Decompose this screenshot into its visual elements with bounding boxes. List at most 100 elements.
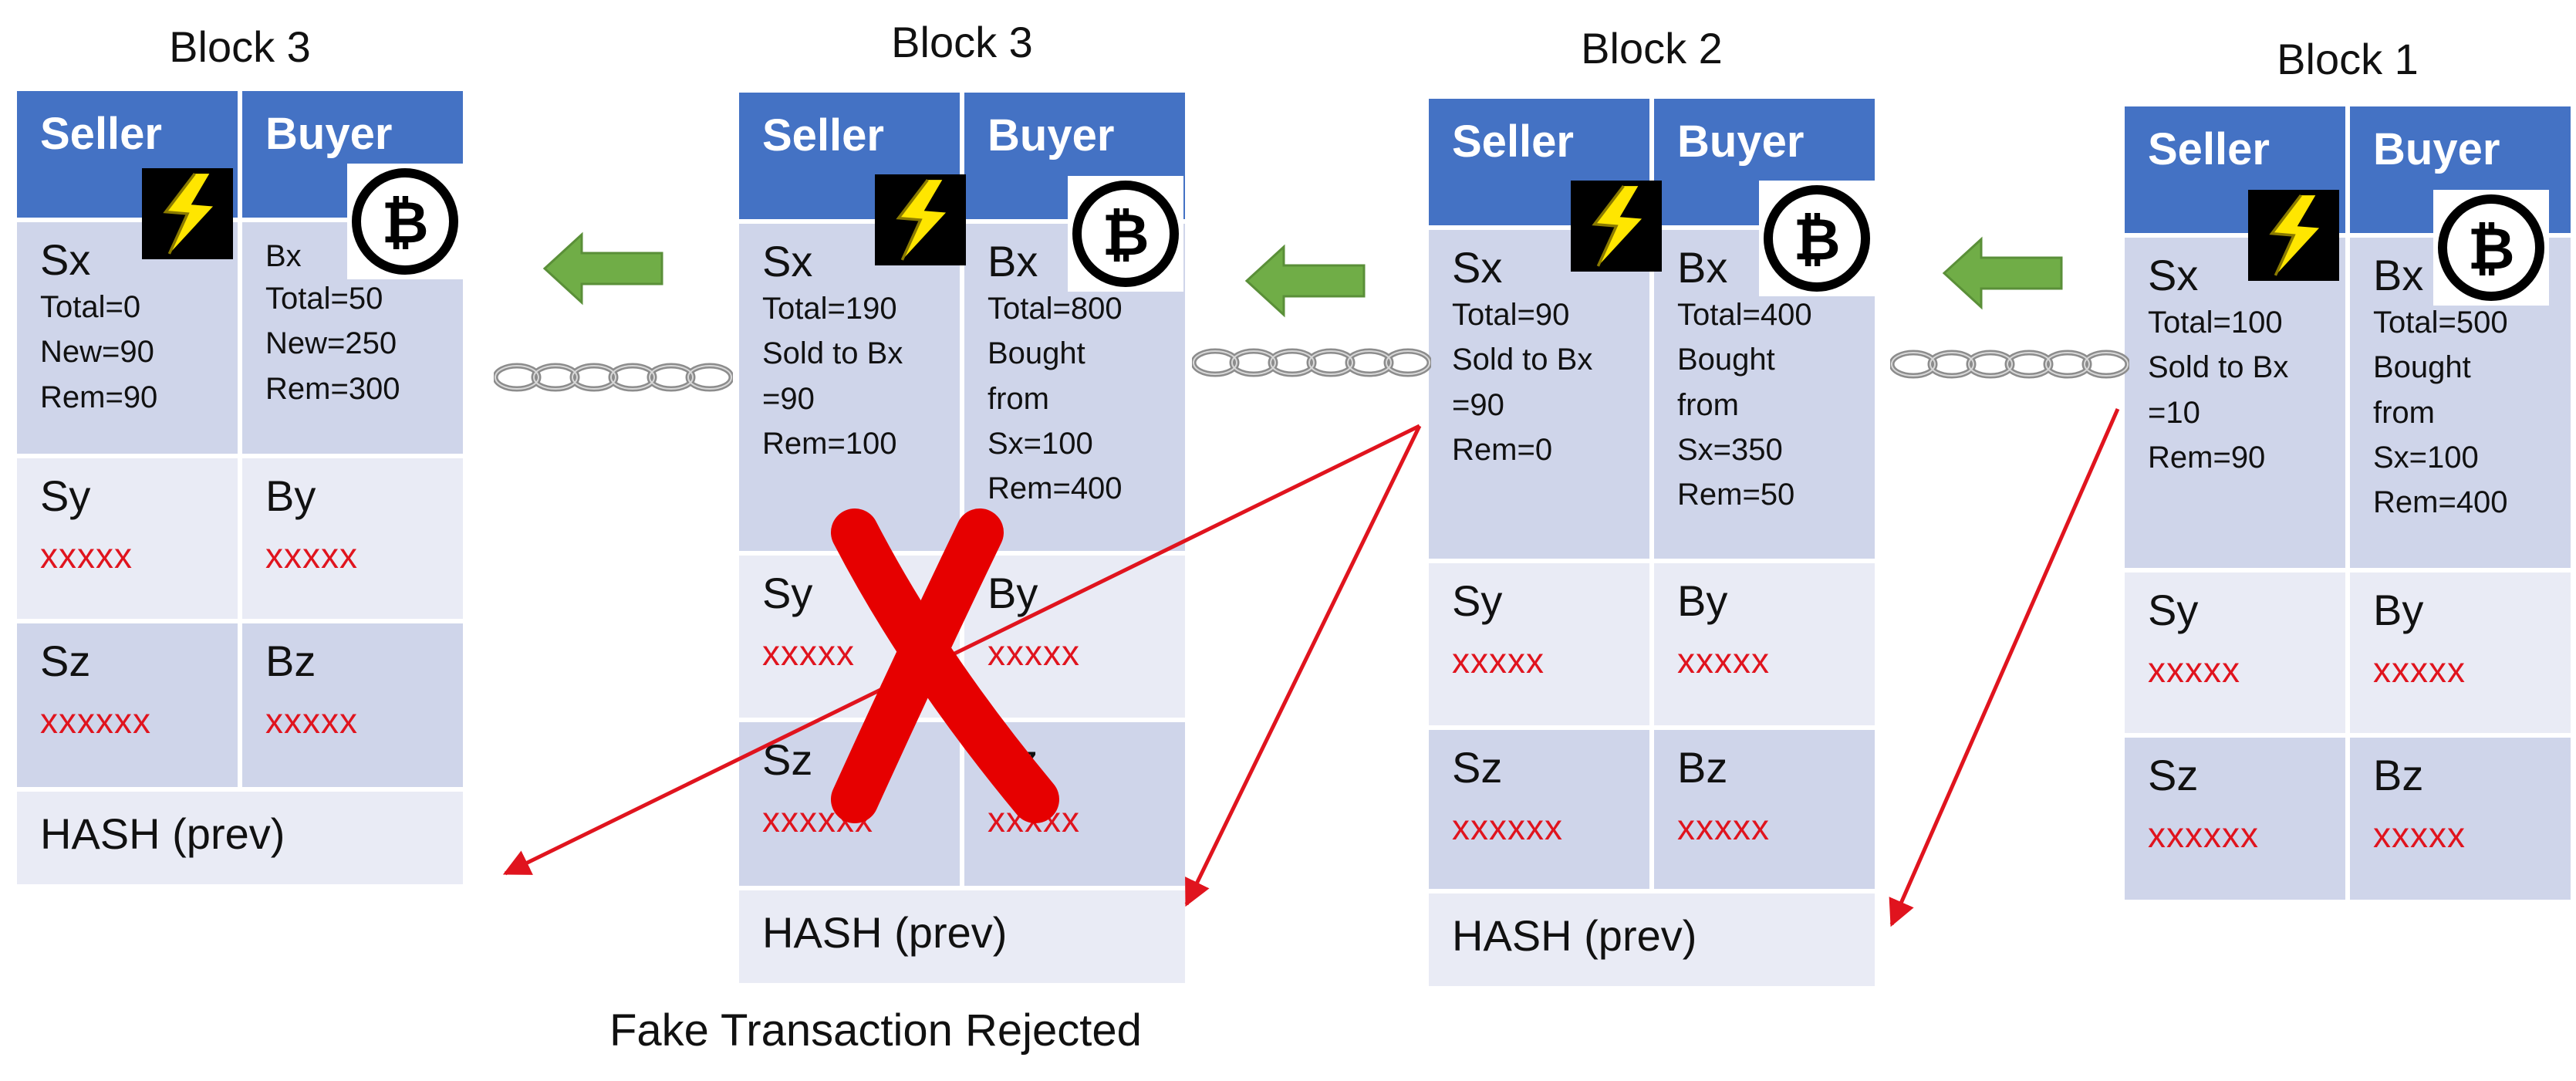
buyer-name: By (1677, 576, 1728, 625)
seller-name: Sy (1452, 576, 1503, 625)
left-arrow-icon (1244, 244, 1367, 318)
buyer-name: By (2373, 586, 2424, 634)
bitcoin-icon: ₿ (347, 164, 463, 279)
tx2-buyer-cell: By xxxxx (2350, 573, 2571, 733)
tx1-seller-cell: Sx Total=100 Sold to Bx =10 Rem=90 (2125, 238, 2345, 568)
tx1-seller-cell: Sx Total=0 New=90 Rem=90 (17, 222, 238, 454)
buyer-name: Bz (2373, 751, 2424, 799)
redacted-value: xxxxx (1677, 640, 1770, 681)
tx3-seller-cell: Sz xxxxxx (17, 623, 238, 787)
tx3-buyer-cell: Bz xxxxx (964, 722, 1185, 886)
left-arrow-icon (1941, 236, 2065, 310)
redacted-value: xxxxxx (2148, 814, 2259, 855)
buyer-name: Bz (265, 637, 316, 685)
tx2-seller-cell: Sy xxxxx (739, 556, 960, 718)
svg-text:₿: ₿ (1102, 202, 1149, 267)
redacted-value: xxxxxx (40, 700, 151, 741)
buyer-name: Bx (988, 237, 1038, 285)
seller-name: Sy (40, 471, 91, 520)
chain-icon (1890, 346, 2129, 383)
svg-text:₿: ₿ (381, 190, 428, 255)
tx3-seller-cell: Sz xxxxxx (2125, 738, 2345, 900)
tx2-seller-cell: Sy xxxxx (2125, 573, 2345, 733)
hash-prev-row: HASH (prev) (739, 890, 1185, 983)
lightning-bolt-icon (875, 174, 966, 265)
tx1-seller-cell: Sx Total=90 Sold to Bx =90 Rem=0 (1429, 230, 1649, 559)
redacted-value: xxxxx (762, 632, 855, 673)
seller-name: Sx (1452, 243, 1503, 292)
bitcoin-icon: ₿ (2433, 190, 2549, 306)
tx3-seller-cell: Sz xxxxxx (1429, 730, 1649, 889)
seller-name: Sz (2148, 751, 2199, 799)
seller-name: Sz (40, 637, 91, 685)
seller-name: Sz (762, 735, 813, 784)
seller-name: Sy (762, 569, 813, 617)
hash-link-arrow (1889, 407, 2120, 927)
hash-prev-row: HASH (prev) (17, 792, 463, 884)
caption: Fake Transaction Rejected (609, 1005, 1142, 1056)
redacted-value: xxxxx (2148, 649, 2240, 690)
redacted-value: xxxxx (2373, 649, 2466, 690)
svg-text:₿: ₿ (1793, 207, 1840, 272)
tx2-seller-cell: Sy xxxxx (17, 458, 238, 619)
block-header-row: Seller Buyer (17, 91, 463, 218)
redacted-value: xxxxx (2373, 814, 2466, 855)
left-arrow-icon (542, 231, 665, 306)
buyer-details: Total=50 New=250 Rem=300 (265, 282, 400, 406)
redacted-value: xxxxxx (762, 799, 873, 839)
chain-icon (1192, 344, 1431, 381)
seller-name: Sx (762, 237, 813, 285)
hash-link-arrow (502, 424, 1421, 876)
redacted-value: xxxxx (988, 799, 1080, 839)
block-title: Block 1 (2277, 35, 2419, 83)
block-title: Block 2 (1581, 24, 1723, 73)
redacted-value: xxxxx (40, 535, 133, 576)
seller-name: Sx (40, 235, 91, 284)
tx3-buyer-cell: Bz xxxxx (2350, 738, 2571, 900)
seller-name: Sz (1452, 743, 1503, 792)
redacted-value: xxxxx (265, 700, 358, 741)
buyer-name: Bz (988, 735, 1038, 784)
hash-prev-row: HASH (prev) (1429, 894, 1875, 986)
seller-name: Sy (2148, 586, 2199, 634)
chain-icon (494, 359, 733, 396)
buyer-details: Total=400 Bought from Sx=350 Rem=50 (1677, 297, 1812, 512)
buyer-name: Bx (265, 239, 302, 273)
seller-details: Total=190 Sold to Bx =90 Rem=100 (762, 291, 903, 461)
bitcoin-icon: ₿ (1068, 176, 1183, 292)
buyer-details: Total=800 Bought from Sx=100 Rem=400 (988, 291, 1123, 506)
buyer-details: Total=500 Bought from Sx=100 Rem=400 (2373, 305, 2508, 520)
hash-link-arrow (1184, 424, 1422, 907)
seller-header: Seller (2125, 106, 2345, 233)
buyer-name: By (265, 471, 316, 520)
tx2-buyer-cell: By xxxxx (1654, 563, 1875, 725)
lightning-bolt-icon (1571, 181, 1662, 272)
tx3-seller-cell: Sz xxxxxx (739, 722, 960, 886)
redacted-value: xxxxx (1677, 806, 1770, 847)
redacted-value: xxxxx (988, 632, 1080, 673)
buyer-name: By (988, 569, 1038, 617)
redacted-value: xxxxx (1452, 640, 1545, 681)
buyer-name: Bx (2373, 251, 2424, 299)
redacted-value: xxxxxx (1452, 806, 1563, 847)
seller-details: Total=100 Sold to Bx =10 Rem=90 (2148, 305, 2289, 475)
seller-details: Total=90 Sold to Bx =90 Rem=0 (1452, 297, 1593, 467)
tx2-buyer-cell: By xxxxx (242, 458, 463, 619)
buyer-name: Bz (1677, 743, 1728, 792)
tx3-buyer-cell: Bz xxxxx (1654, 730, 1875, 889)
seller-name: Sx (2148, 251, 2199, 299)
bitcoin-icon: ₿ (1759, 181, 1875, 296)
redacted-value: xxxxx (265, 535, 358, 576)
lightning-bolt-icon (2248, 190, 2339, 281)
lightning-bolt-icon (142, 168, 233, 259)
tx2-seller-cell: Sy xxxxx (1429, 563, 1649, 725)
block-title: Block 3 (169, 22, 311, 71)
buyer-name: Bx (1677, 243, 1728, 292)
tx3-buyer-cell: Bz xxxxx (242, 623, 463, 787)
tx1-seller-cell: Sx Total=190 Sold to Bx =90 Rem=100 (739, 224, 960, 551)
svg-text:₿: ₿ (2467, 216, 2514, 281)
seller-details: Total=0 New=90 Rem=90 (40, 289, 158, 414)
block-title: Block 3 (891, 18, 1033, 66)
tx2-buyer-cell: By xxxxx (964, 556, 1185, 718)
